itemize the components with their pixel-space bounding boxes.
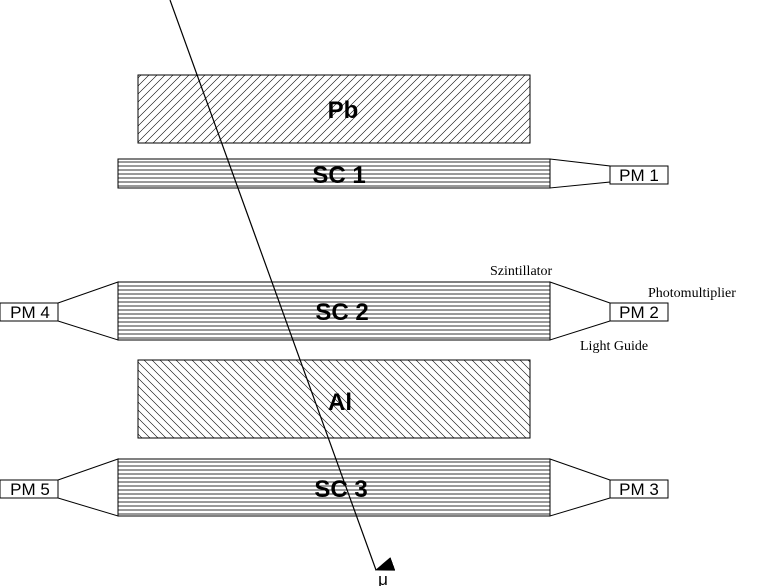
lead-absorber: Pb bbox=[137, 74, 531, 144]
aluminium-absorber: Al bbox=[137, 359, 531, 439]
scintillator-1-label: SC 1 bbox=[312, 162, 365, 189]
scintillator-annotation: Szintillator bbox=[490, 264, 553, 279]
photomultiplier-1: PM 1 bbox=[609, 165, 669, 185]
light-guide-2 bbox=[549, 281, 611, 341]
scintillator-2: SC 2 bbox=[117, 281, 551, 341]
lead-absorber-label: Pb bbox=[328, 97, 359, 124]
light-guide-4 bbox=[57, 281, 119, 341]
aluminium-absorber-label: Al bbox=[328, 389, 352, 416]
photomultiplier-3-label: PM 3 bbox=[619, 480, 659, 499]
photomultiplier-2-label: PM 2 bbox=[619, 303, 659, 322]
photomultiplier-4-label: PM 4 bbox=[10, 303, 50, 322]
particle-track-arrow bbox=[169, 0, 396, 571]
scintillator-3: SC 3 bbox=[117, 458, 551, 517]
photomultiplier-annotation: Photomultiplier bbox=[648, 286, 736, 301]
light-guide-1 bbox=[549, 158, 611, 189]
scintillator-2-label: SC 2 bbox=[315, 299, 368, 326]
muon-symbol: μ bbox=[378, 570, 388, 586]
light-guide-annotation: Light Guide bbox=[580, 339, 648, 354]
scintillator-1: SC 1 bbox=[117, 158, 551, 189]
scintillator-3-label: SC 3 bbox=[314, 476, 367, 503]
photomultiplier-2: PM 2 bbox=[609, 302, 669, 322]
photomultiplier-5-label: PM 5 bbox=[10, 480, 50, 499]
photomultiplier-4: PM 4 bbox=[0, 302, 59, 322]
photomultiplier-3: PM 3 bbox=[609, 479, 669, 499]
particle-track: μ bbox=[169, 0, 396, 586]
light-guide-5 bbox=[57, 458, 119, 517]
photomultiplier-1-label: PM 1 bbox=[619, 166, 659, 185]
light-guide-3 bbox=[549, 458, 611, 517]
photomultiplier-5: PM 5 bbox=[0, 479, 59, 499]
